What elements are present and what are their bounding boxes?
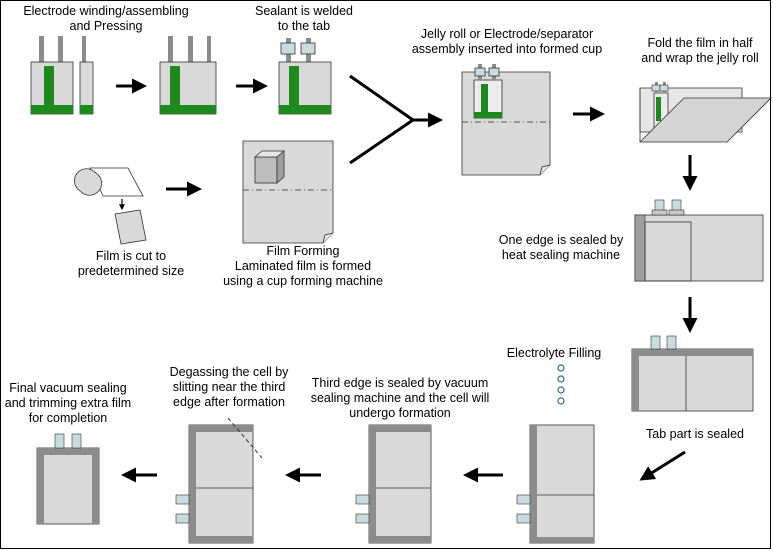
folded-film xyxy=(639,82,772,143)
label-tab-sealed: Tab part is sealed xyxy=(646,427,744,442)
electrode-stack-step3 xyxy=(278,38,332,115)
label-line: Laminated film is formed xyxy=(234,259,372,273)
cell-electrolyte-filled xyxy=(516,424,595,544)
label-edge-sealed: One edge is sealed by heat sealing machi… xyxy=(499,233,623,263)
label-line: Film is cut to xyxy=(95,249,167,263)
label-degassing: Degassing the cell by slitting near the … xyxy=(170,365,289,410)
label-line: Electrolyte Filling xyxy=(506,346,602,360)
label-line: for completion xyxy=(28,411,108,425)
label-third-edge: Third edge is sealed by vacuum sealing m… xyxy=(311,376,490,421)
label-line: Electrode winding/assembling xyxy=(23,4,189,18)
label-line: undergo formation xyxy=(349,406,451,420)
electrode-stack-step1 xyxy=(30,36,94,115)
process-arrows xyxy=(116,74,698,483)
label-line: and wrap the jelly roll xyxy=(641,51,759,65)
label-line: sealing machine and the cell will xyxy=(310,391,490,405)
cell-third-edge-sealed xyxy=(355,424,432,544)
label-line: Film Forming xyxy=(266,244,340,258)
label-final-sealing: Final vacuum sealing and trimming extra … xyxy=(5,381,131,426)
label-jelly-roll: Jelly roll or Electrode/separator assemb… xyxy=(412,27,602,57)
film-roll xyxy=(74,167,147,245)
label-line: heat sealing machine xyxy=(501,248,621,262)
cell-final xyxy=(36,433,100,525)
label-line: Jelly roll or Electrode/separator xyxy=(420,27,594,41)
label-line: and trimming extra film xyxy=(4,396,132,410)
label-line: edge after formation xyxy=(173,395,285,409)
formed-film-sheet xyxy=(242,140,334,244)
cell-degassing xyxy=(175,417,263,544)
label-film-cut: Film is cut to predetermined size xyxy=(78,249,184,279)
label-line: Sealant is welded xyxy=(255,4,353,18)
cell-tab-sealed xyxy=(631,335,754,412)
label-line: to the tab xyxy=(277,19,331,33)
label-electrode-winding: Electrode winding/assembling and Pressin… xyxy=(23,4,188,34)
electrode-stack-step2 xyxy=(159,36,217,115)
jelly-roll-in-cup xyxy=(461,64,551,176)
label-line: assembly inserted into formed cup xyxy=(411,42,603,56)
label-line: Third edge is sealed by vacuum xyxy=(311,376,489,390)
label-line: and Pressing xyxy=(69,19,143,33)
label-fold-film: Fold the film in half and wrap the jelly… xyxy=(641,36,758,66)
label-line: Fold the film in half xyxy=(647,36,753,50)
cell-edge-sealed xyxy=(634,199,764,282)
label-film-forming: Film Forming Laminated film is formed us… xyxy=(223,244,383,289)
label-line: Tab part is sealed xyxy=(646,427,744,441)
label-line: using a cup forming machine xyxy=(223,274,383,288)
label-electrolyte: Electrolyte Filling xyxy=(507,346,601,361)
label-line: Final vacuum sealing xyxy=(9,381,127,395)
label-line: predetermined size xyxy=(77,264,185,278)
label-line: slitting near the third xyxy=(172,380,286,394)
electrolyte-drops xyxy=(557,364,565,405)
label-line: One edge is sealed by xyxy=(498,233,624,247)
label-line: Degassing the cell by xyxy=(169,365,289,379)
label-sealant: Sealant is welded to the tab xyxy=(255,4,353,34)
